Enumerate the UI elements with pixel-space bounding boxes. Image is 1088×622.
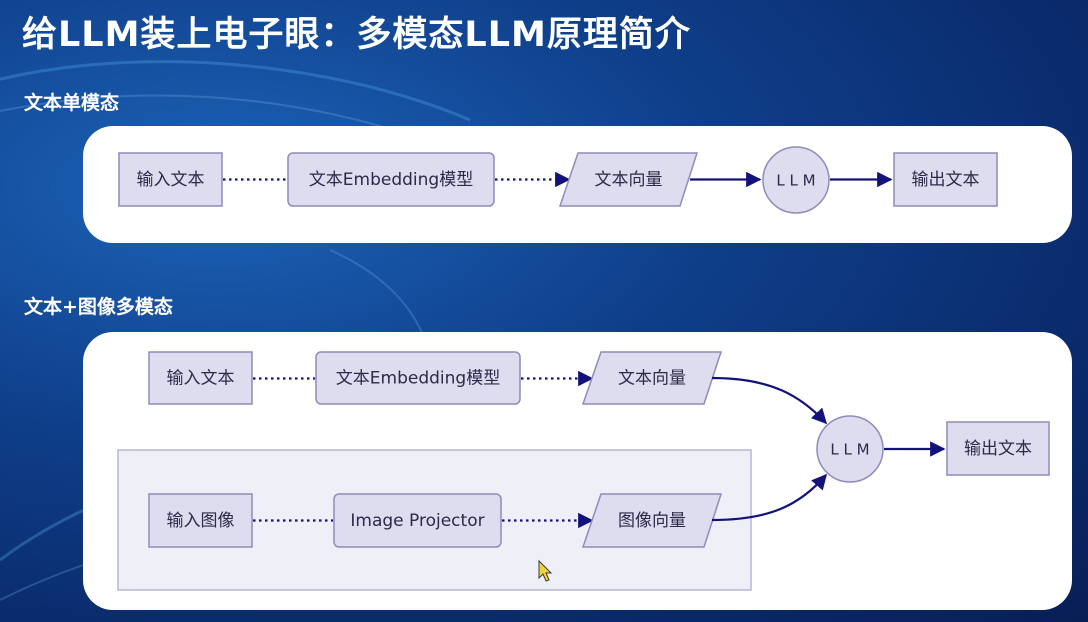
node-text-vector-label: 文本向量 <box>595 170 663 190</box>
node-llm-label: L L M <box>776 172 815 190</box>
node-text-vector <box>558 152 699 207</box>
section-label-multimodal: 文本+图像多模态 <box>24 296 173 318</box>
node-input-text <box>118 152 223 207</box>
mm-edge-text-vector-to-llm <box>711 376 828 425</box>
node-output-text-label: 输出文本 <box>912 170 980 190</box>
node-output-text <box>893 152 998 207</box>
mm-node-image-projector <box>333 493 502 548</box>
mm-node-input-image <box>148 493 253 548</box>
mm-node-embedding-model <box>315 351 521 405</box>
mm-node-output-text <box>946 421 1050 476</box>
node-llm <box>762 146 830 214</box>
mm-node-llm-label: L L M <box>830 441 869 459</box>
mm-node-input-text <box>148 351 253 405</box>
node-embedding-model-label: 文本Embedding模型 <box>309 170 473 190</box>
mm-node-text-vector-label: 文本向量 <box>618 369 686 389</box>
section-label-text-only: 文本单模态 <box>24 92 120 114</box>
mm-node-text-vector <box>581 351 723 405</box>
page-title: 给LLM装上电子眼：多模态LLM原理简介 <box>22 15 691 55</box>
mm-node-llm <box>816 415 884 483</box>
mm-node-embedding-model-label: 文本Embedding模型 <box>336 369 500 389</box>
node-input-text-label: 输入文本 <box>137 170 205 190</box>
mm-node-output-text-label: 输出文本 <box>964 439 1032 459</box>
mm-node-input-text-label: 输入文本 <box>167 369 235 389</box>
mm-edge-image-vector-to-llm <box>711 473 828 522</box>
multimodal-diagram: 输入文本 文本Embedding模型 文本向量 输入图像 Image Proje… <box>117 351 1050 591</box>
mm-node-input-image-label: 输入图像 <box>167 511 235 531</box>
mm-node-image-projector-label: Image Projector <box>350 511 484 531</box>
node-embedding-model <box>287 152 495 207</box>
mm-node-image-vector <box>581 493 723 548</box>
text-only-diagram: 输入文本 文本Embedding模型 文本向量 L L M 输出文本 <box>118 146 998 214</box>
mm-node-image-vector-label: 图像向量 <box>618 511 686 531</box>
mouse-cursor-icon <box>538 559 553 582</box>
